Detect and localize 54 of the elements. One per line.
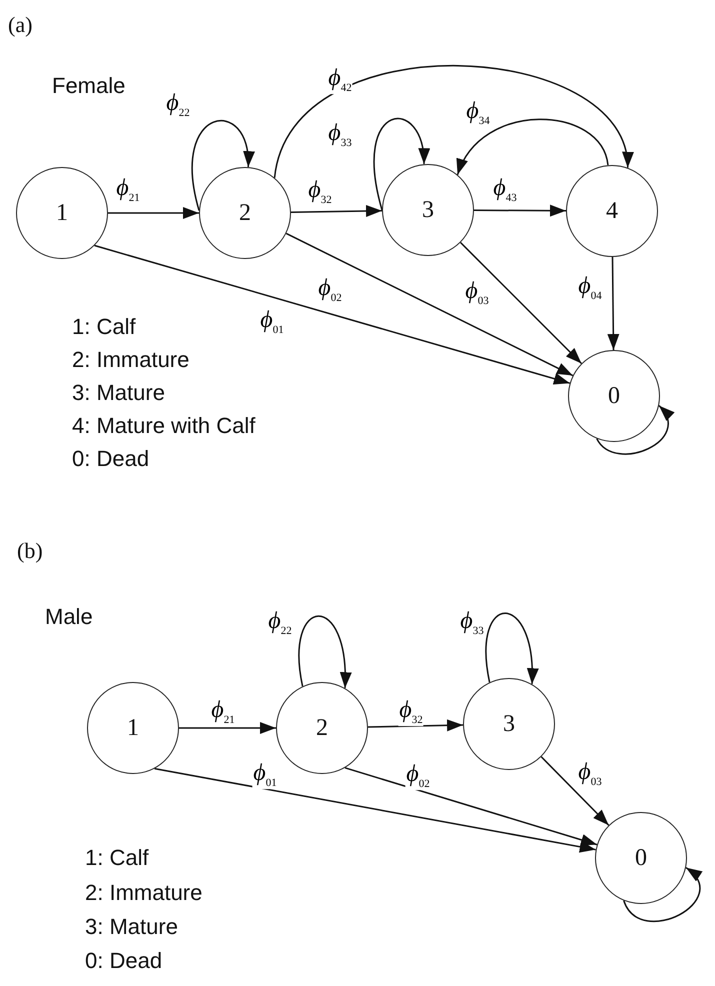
edge-label: ϕ$_{21}$ [210,698,236,726]
group-label: Male [45,604,93,630]
edge-label: ϕ$_{21}$ [115,176,141,204]
edge-label: ϕ$_{22}$ [267,609,293,637]
state-key: 0: Dead [72,446,150,472]
state-number: 3 [503,710,515,738]
arrow [290,205,382,218]
state-number: 3 [422,196,434,224]
edge-label: ϕ$_{03}$ [464,279,490,307]
state-key: 1: Calf [72,314,136,340]
edge-label: ϕ$_{22}$ [165,91,191,119]
group-label: Female [52,73,126,99]
edge-label: ϕ$_{03}$ [577,760,603,788]
arrow [94,244,570,385]
state-key: 3: Mature [85,914,178,940]
edge-label: ϕ$_{32}$ [307,178,333,206]
state-key: 2: Immature [72,347,190,373]
state-number: 0 [608,382,620,410]
arrow [474,204,566,217]
arrow [154,768,596,853]
panel-label: (b) [17,538,43,564]
state-key: 3: Mature [72,380,165,406]
edge-label: ϕ$_{01}$ [259,308,285,336]
arrow [623,867,702,922]
arrow [460,242,582,364]
edge-label: ϕ$_{33}$ [459,609,485,637]
state-key: 1: Calf [85,845,149,871]
state-key: 2: Immature [85,880,202,906]
arrow [286,232,574,376]
arrow [486,612,538,684]
edge-label: ϕ$_{01}$ [252,761,278,789]
panel-label: (a) [8,12,32,38]
state-number: 1 [56,200,68,226]
state-number: 4 [606,198,618,224]
state-number: 2 [239,200,251,226]
edge-label: ϕ$_{04}$ [577,274,603,302]
arrow [596,405,674,455]
edge-label: ϕ$_{02}$ [317,276,343,304]
arrow [540,756,610,826]
arrow [108,207,199,219]
arrow [607,256,620,350]
edge-label: ϕ$_{43}$ [492,176,518,204]
arrow [191,120,254,211]
arrow [298,616,351,688]
arrow [344,767,598,846]
arrow [179,722,276,734]
state-key: 4: Mature with Calf [72,413,256,439]
edge-label: ϕ$_{02}$ [405,762,431,790]
state-key: 0: Dead [85,948,162,974]
arrow [368,719,464,732]
state-number: 2 [316,714,328,742]
edge-label: ϕ$_{32}$ [398,698,424,726]
state-number: 0 [635,844,647,872]
state-number: 1 [127,714,139,742]
